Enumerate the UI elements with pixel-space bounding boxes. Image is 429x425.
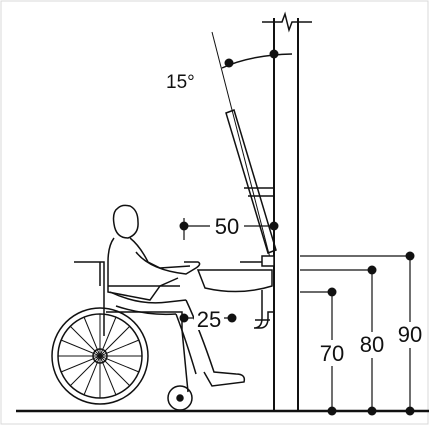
dimension-50-label: 50 bbox=[215, 214, 239, 239]
wall bbox=[262, 11, 312, 411]
dimension-90-label: 90 bbox=[398, 322, 422, 347]
tilted-mirror bbox=[211, 31, 277, 259]
dimension-25: 25 bbox=[179, 306, 237, 332]
dimension-70: 70 bbox=[300, 287, 346, 416]
dimension-50: 50 bbox=[179, 214, 279, 240]
angle-arc bbox=[221, 49, 293, 69]
dimension-25-label: 25 bbox=[197, 307, 221, 332]
dimension-70-label: 70 bbox=[320, 341, 344, 366]
washbasin bbox=[196, 255, 275, 329]
dimension-80-label: 80 bbox=[360, 332, 384, 357]
wheelchair-user bbox=[51, 204, 246, 411]
dimension-80: 80 bbox=[300, 265, 386, 416]
dimension-90: 90 bbox=[300, 251, 424, 416]
angle-label: 15° bbox=[166, 72, 195, 93]
